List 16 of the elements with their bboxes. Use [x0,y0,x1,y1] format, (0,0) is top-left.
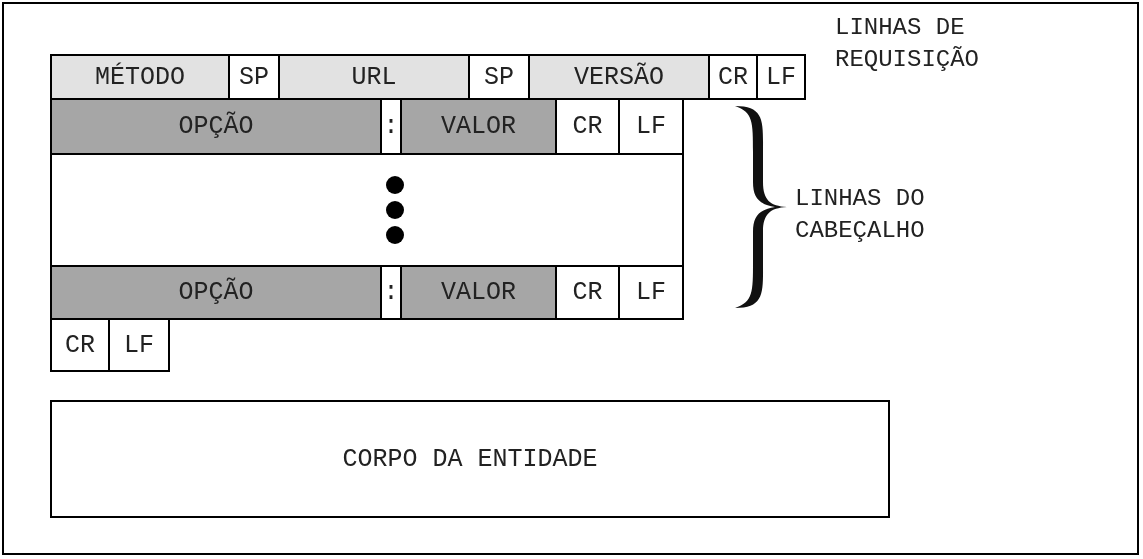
line-end-field: CR [50,318,110,372]
side-label: LINHAS DE REQUISIÇÃO [835,13,981,75]
header-field: VALOR [400,98,557,155]
header-field: OPÇÃO [50,265,382,320]
line-end-field: LF [756,54,806,100]
side-label: LINHAS DO CABEÇALHO [795,184,926,246]
line-end-field: LF [108,318,170,372]
request-line-field: VERSÃO [528,54,710,100]
ellipsis-box [50,153,684,267]
request-line-field: URL [278,54,470,100]
header-field: OPÇÃO [50,98,382,155]
line-end-field: CR [708,54,758,100]
line-end-field: LF [618,265,684,320]
body-box: CORPO DA ENTIDADE [50,400,890,518]
header-field: VALOR [400,265,557,320]
request-line-field: MÉTODO [50,54,230,100]
